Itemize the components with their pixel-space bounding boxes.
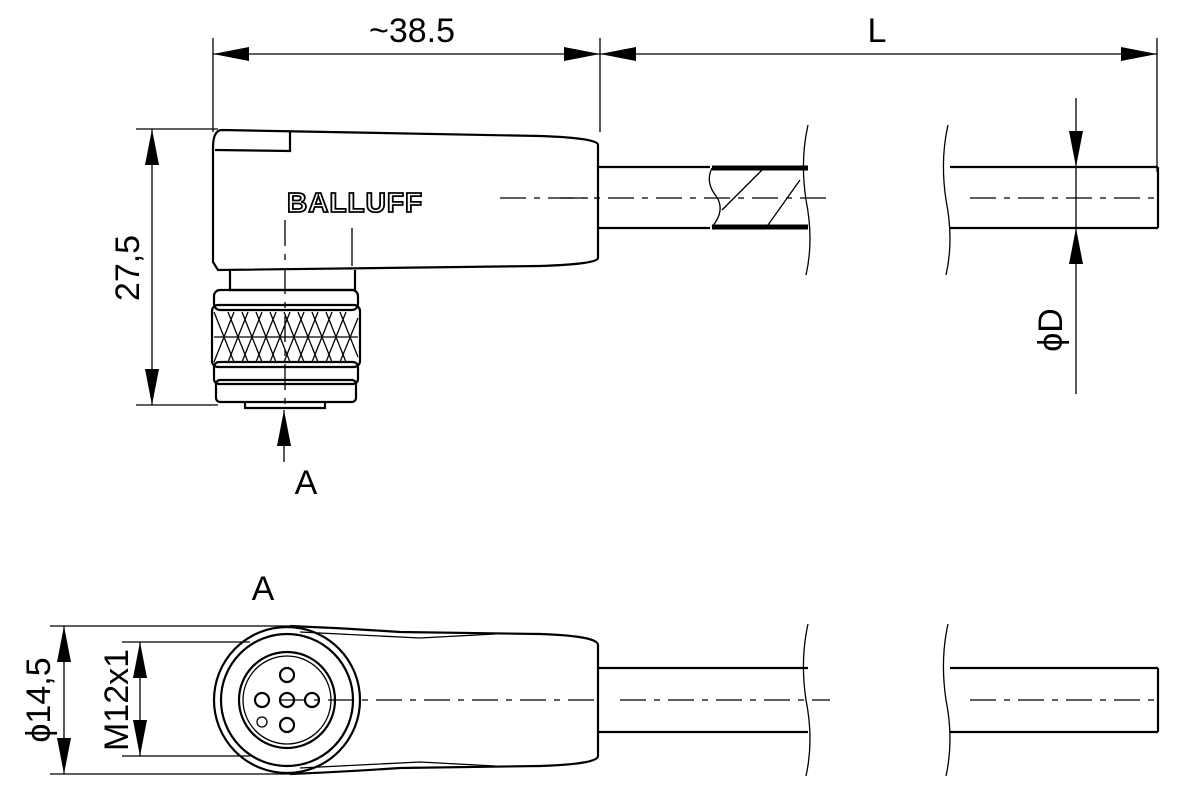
coupling-nut	[210, 220, 362, 410]
coding-key	[256, 716, 268, 728]
length-connector-label: ~38.5	[369, 12, 455, 50]
front-view: A ϕ14,5 M12x1	[20, 570, 1160, 777]
pin-2	[253, 691, 271, 709]
front-housing	[280, 624, 600, 776]
pin-5	[278, 691, 296, 709]
height-label: 27,5	[109, 235, 147, 301]
knurl-pattern	[213, 311, 359, 363]
dim-length-cable: L	[600, 12, 1157, 61]
socket-face	[212, 625, 362, 775]
dim-outer-diameter: ϕ14,5	[20, 625, 290, 775]
side-view: ~38.5 L 27,5 BALLUFF	[109, 12, 1160, 502]
dim-thread: M12x1	[98, 641, 250, 757]
balluff-logo: BALLUFF	[287, 187, 423, 218]
dim-height: 27,5	[109, 128, 218, 406]
pin-4	[303, 691, 321, 709]
dim-cable-diameter: ϕD	[1032, 98, 1083, 394]
pin-1	[278, 666, 296, 684]
length-cable-label: L	[868, 12, 887, 50]
cable-segment-right	[942, 124, 1160, 276]
pin-3	[278, 716, 296, 734]
cable-segment-left	[560, 124, 830, 276]
front-view-label: A	[252, 570, 275, 608]
thread-label: M12x1	[98, 649, 136, 751]
outer-diameter-label: ϕ14,5	[20, 657, 58, 742]
cable-diameter-label: ϕD	[1032, 308, 1070, 352]
front-cable	[598, 623, 1160, 777]
view-arrow-a: A	[277, 410, 318, 502]
connector-housing: BALLUFF	[211, 128, 600, 272]
dim-length-connector: ~38.5	[213, 12, 600, 61]
view-marker-a: A	[295, 464, 318, 502]
